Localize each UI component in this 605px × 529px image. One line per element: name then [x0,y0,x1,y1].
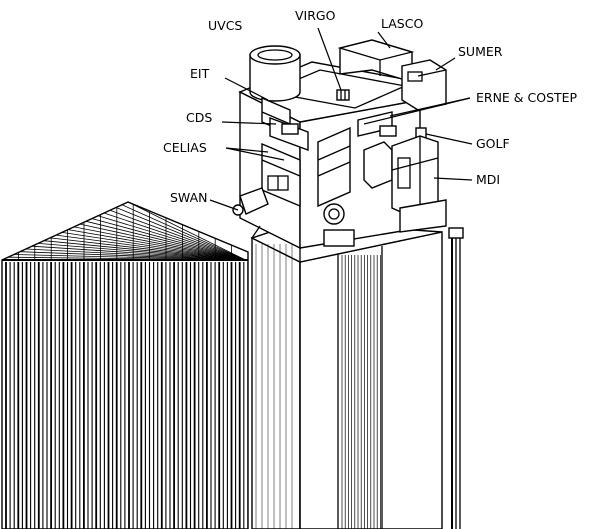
solar-array-top-hatching [2,201,249,261]
label-virgo: VIRGO [295,8,336,23]
solar-array-panel-strips [5,262,249,529]
label-swan: SWAN [170,190,208,205]
label-lasco: LASCO [381,16,423,31]
label-erne-costep: ERNE & COSTEP [476,90,578,105]
virgo-instrument [336,89,350,101]
solar-array [1,201,249,529]
label-sumer: SUMER [458,44,503,59]
erne-costep-instruments [357,111,397,137]
label-celias: CELIAS [163,140,207,155]
label-eit: EIT [190,66,210,81]
leader-lines [209,27,473,211]
celias-instrument [261,142,301,208]
service-module [250,221,443,529]
eit-cds-instruments [261,96,309,152]
label-uvcs: UVCS [208,18,242,33]
central-structure [317,126,355,247]
label-cds: CDS [186,110,212,125]
antenna-boom [448,227,464,529]
payload-module [232,39,447,262]
service-module-panel-lines [255,244,381,529]
label-golf: GOLF [476,136,510,151]
label-mdi: MDI [476,172,500,187]
instrument-labels: UVCS VIRGO LASCO SUMER EIT ERNE & COSTEP… [163,8,578,205]
uvcs-instrument [249,45,301,102]
